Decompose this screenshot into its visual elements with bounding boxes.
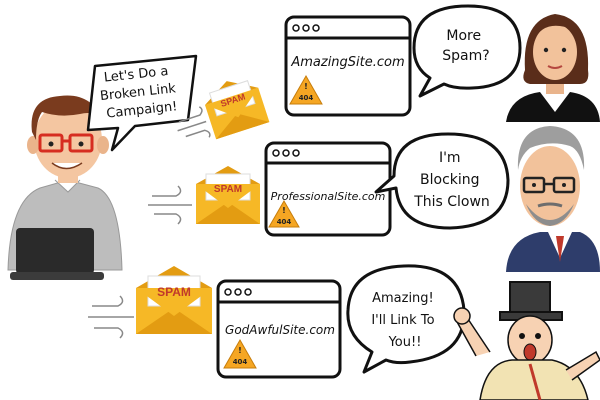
error-code-1: 404 xyxy=(299,94,314,102)
site-name-1: AmazingSite.com xyxy=(290,55,404,70)
svg-text:More Spam?: More Spam? xyxy=(442,28,489,64)
svg-text:I'm Blocking This: I'm Blocking This Clown xyxy=(413,150,490,210)
svg-text:Amazing! I'll Link To: Amazing! I'll Link To You!! xyxy=(371,291,438,350)
svg-text:!: ! xyxy=(238,346,242,355)
blogger-speech-bubble: Let's Do a Broken Link Campaign! xyxy=(86,54,198,152)
site-name-3: GodAwfulSite.com xyxy=(225,323,335,337)
spam-envelope-3: SPAM xyxy=(88,266,212,339)
woman-speech-bubble: More Spam? xyxy=(412,4,522,98)
crazy-speech-bubble: Amazing! I'll Link To You!! xyxy=(346,264,466,374)
woman-line-1: More xyxy=(446,28,481,44)
svg-text:!: ! xyxy=(304,82,308,91)
woman-line-2: Spam? xyxy=(442,48,489,64)
spam-label-3: SPAM xyxy=(157,285,191,299)
browser-window-1: AmazingSite.com ! 404 xyxy=(284,15,412,117)
oldman-line-2: Blocking xyxy=(420,172,480,188)
crazy-line-3: You!! xyxy=(388,335,422,350)
warning-404-icon: ! 404 xyxy=(289,74,323,105)
svg-text:Let's Do a Broken Link: Let's Do a Broken Link Campaign! xyxy=(98,63,183,122)
browser-window-2: ProfessionalSite.com ! 404 xyxy=(264,141,392,237)
wind-lines-icon xyxy=(177,106,211,138)
spam-envelope-1: SPAM xyxy=(177,80,270,140)
blogger-character xyxy=(7,95,123,280)
oldman-line-1: I'm xyxy=(439,150,461,166)
blogger-line-1: Let's Do a xyxy=(103,64,169,86)
crazy-line-2: I'll Link To xyxy=(371,313,434,328)
wind-lines-icon xyxy=(148,185,192,225)
oldman-speech-bubble: I'm Blocking This Clown xyxy=(374,132,510,230)
warning-404-icon: ! 404 xyxy=(268,199,300,228)
oldman-character xyxy=(506,126,600,272)
wind-lines-icon xyxy=(88,295,134,339)
error-code-3: 404 xyxy=(233,358,248,366)
crazy-line-1: Amazing! xyxy=(372,291,434,306)
oldman-line-3: This Clown xyxy=(413,194,490,210)
spam-label-2: SPAM xyxy=(214,184,242,195)
browser-window-3: GodAwfulSite.com ! 404 xyxy=(216,279,342,379)
crazy-character xyxy=(453,281,600,400)
error-code-2: 404 xyxy=(277,218,292,226)
site-name-2: ProfessionalSite.com xyxy=(271,190,386,203)
warning-404-icon: ! 404 xyxy=(223,338,257,369)
svg-text:!: ! xyxy=(282,206,286,215)
blogger-line-3: Campaign! xyxy=(106,99,178,121)
woman-character xyxy=(506,14,600,122)
spam-envelope-2: SPAM xyxy=(148,166,260,225)
